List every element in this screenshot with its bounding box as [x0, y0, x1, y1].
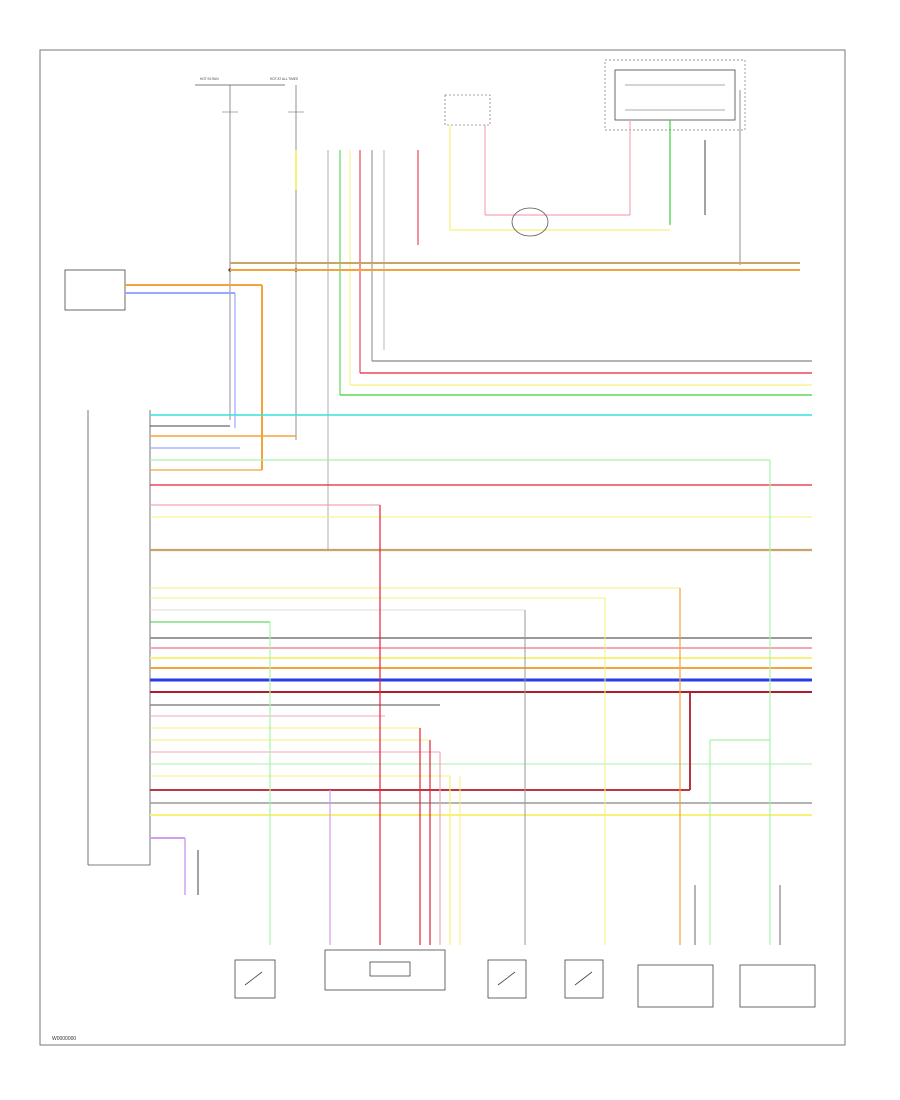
harness-wires: [150, 360, 812, 839]
vertical-drops: [184, 460, 781, 945]
switch-a: [487, 959, 527, 999]
page-border: [39, 49, 846, 1046]
feed-label-batt: HOT AT ALL TIMES: [270, 77, 298, 81]
page-code: W0000000: [52, 1036, 76, 1042]
switch-b: [564, 959, 604, 999]
top-connector-pins: [295, 150, 419, 550]
bottom-components: [234, 949, 816, 1008]
sensor-left: [637, 964, 714, 1008]
left-relay-module: [64, 269, 263, 470]
inline-connector-top: [444, 94, 670, 237]
left-switch: [234, 959, 276, 999]
feed-label-run: HOT IN RUN: [200, 77, 219, 81]
sensor-right: [739, 964, 816, 1008]
body-control-module-top: [604, 59, 746, 265]
main-control-module: [87, 410, 151, 866]
power-feed-area: HOT IN RUN HOT AT ALL TIMES: [195, 77, 304, 440]
